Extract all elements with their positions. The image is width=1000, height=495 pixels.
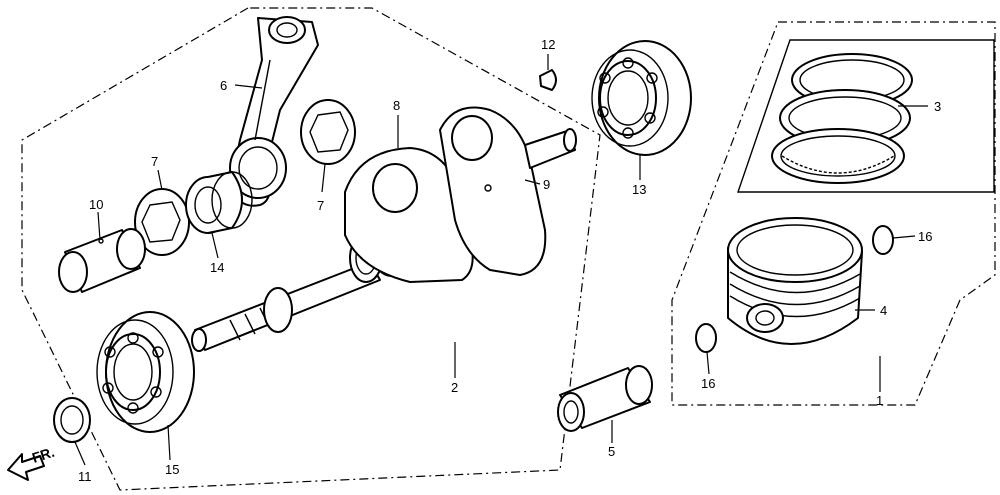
callout-7-lower: 7: [317, 198, 324, 213]
crankshaft-group-outline: [21, 7, 601, 491]
callout-9: 9: [543, 177, 550, 192]
crank-pin: [58, 228, 146, 293]
callout-11: 11: [78, 469, 92, 484]
connecting-rod: [229, 16, 319, 207]
callout-1: 1: [876, 393, 883, 408]
thrust-washer-upper: [300, 99, 356, 165]
needle-bearing: [185, 171, 253, 234]
bearing-right: [591, 40, 692, 156]
callout-2: 2: [451, 380, 458, 395]
callout-3: 3: [934, 99, 941, 114]
piston-pin: [557, 365, 653, 432]
front-direction-label: FR.: [30, 444, 56, 466]
callout-8: 8: [393, 98, 400, 113]
callout-15: 15: [165, 462, 179, 477]
leader-lines: [74, 54, 928, 466]
callout-6: 6: [220, 78, 227, 93]
piston-group-outline: [671, 21, 996, 406]
callout-12: 12: [541, 37, 555, 52]
callout-4: 4: [880, 303, 887, 318]
callout-16-lower: 16: [701, 376, 715, 391]
crankshaft: [191, 106, 577, 352]
front-direction-arrow: FR.: [7, 444, 56, 481]
callout-5: 5: [608, 444, 615, 459]
piston-ring-set-outline: [737, 39, 995, 193]
oil-seal: [53, 397, 91, 443]
piston-pin-clip-upper: [872, 225, 894, 255]
piston-pin-clip-lower: [695, 323, 717, 353]
callout-7-upper: 7: [151, 154, 158, 169]
callout-13: 13: [632, 182, 646, 197]
woodruff-key: [539, 69, 557, 91]
piston-ring-set: [771, 53, 913, 184]
bearing-left: [96, 311, 195, 433]
callout-10: 10: [89, 197, 103, 212]
piston: [727, 217, 863, 345]
callout-14: 14: [210, 260, 224, 275]
callout-16-upper: 16: [918, 229, 932, 244]
